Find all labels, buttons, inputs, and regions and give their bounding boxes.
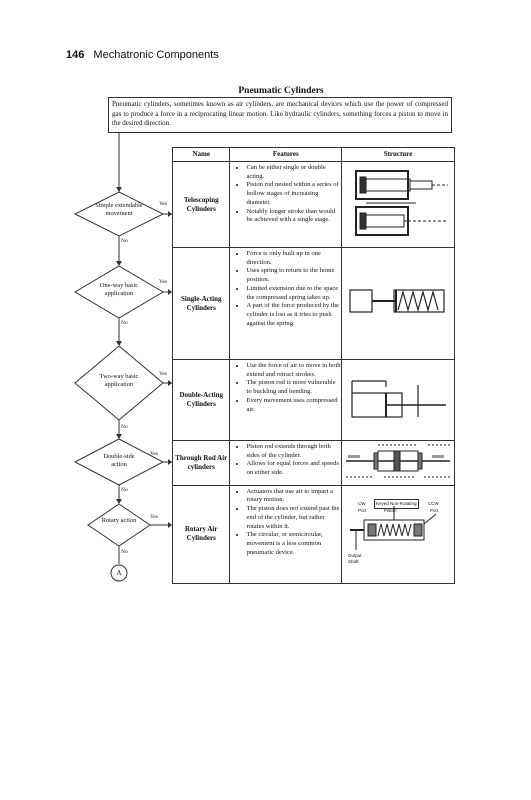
feature-item: The piston rod is more vulnerable to buc… <box>246 379 341 396</box>
feature-item: The circular, or semicircular, movement … <box>246 531 341 557</box>
arrowhead <box>116 499 122 504</box>
structure-cell <box>341 440 455 486</box>
double-acting-cylinder-diagram <box>351 380 447 418</box>
cylinder-name: Through Rod Air cylinders <box>171 440 231 486</box>
column-header: Features <box>229 147 343 162</box>
single-acting-cylinder-diagram <box>349 289 445 313</box>
feature-cell: Actuators that use air to impart a rotar… <box>229 484 343 584</box>
yes-label: Yes <box>150 451 159 457</box>
rotary-label-keyed: Keyed Non-Rotating <box>374 498 419 510</box>
structure-cell <box>341 359 455 441</box>
running-header: 146 Mechatronic Components <box>66 49 219 61</box>
yes-label: Yes <box>159 279 168 285</box>
decision-text: Two-way basic application <box>99 373 139 388</box>
decision-text: Simple extendable movement <box>95 202 143 217</box>
rotary-cylinder-diagram: CW Keyed Non-Rotating CCW Port Piston Po… <box>344 486 452 576</box>
table-row: Double-Acting Cylinders Use the force of… <box>171 359 455 441</box>
cylinder-name: Rotary Air Cylinders <box>171 484 231 584</box>
rotary-label-cw: CW <box>358 500 366 506</box>
yes-label: Yes <box>159 371 168 377</box>
feature-cell: Piston rod extends through both sides of… <box>229 440 343 486</box>
arrowhead <box>116 341 122 346</box>
feature-item: Actuators that use air to impart a rotar… <box>246 488 341 505</box>
no-label: No <box>121 238 128 244</box>
feature-item: Piston rod extends through both sides of… <box>246 443 341 460</box>
decision-text: Double-side action <box>103 453 135 468</box>
structure-cell: CW Keyed Non-Rotating CCW Port Piston Po… <box>341 484 455 584</box>
terminal-connector <box>110 564 128 582</box>
figure-title: Pneumatic Cylinders <box>238 86 324 96</box>
table-row: Telescoping Cylinders Can be either sing… <box>171 161 455 248</box>
rotary-cylinder-drawing <box>350 505 437 550</box>
feature-item: Every movement uses compressed air. <box>246 397 341 414</box>
page-number: 146 <box>66 49 85 61</box>
table-header-row: Name Features Structure <box>171 147 455 162</box>
rotary-label-output: Output <box>348 552 362 558</box>
feature-cell: Can be either single or double acting. P… <box>229 161 343 248</box>
no-label: No <box>121 424 128 430</box>
arrowhead <box>116 187 122 192</box>
rotary-label-ccw: CCW <box>428 500 439 506</box>
feature-item: Allows for equal forces and speeds on ei… <box>246 460 341 477</box>
yes-label: Yes <box>150 514 159 520</box>
telescoping-cylinder-diagram <box>355 169 449 236</box>
rotary-label-port: Port <box>430 507 439 513</box>
feature-item: Force is only built up in one direction. <box>246 250 341 267</box>
structure-cell <box>341 161 455 248</box>
no-label: No <box>121 549 128 555</box>
rotary-label-shaft: Shaft <box>348 558 359 564</box>
feature-item: The piston does not extend past the end … <box>246 505 341 531</box>
intro-paragraph: Pneumatic cylinders, sometimes known as … <box>108 97 452 133</box>
cylinder-name: Single-Acting Cylinders <box>171 247 231 360</box>
column-header: Name <box>171 147 231 162</box>
feature-item: A part of the force produced by the cyli… <box>246 302 341 328</box>
arrowhead <box>116 434 122 439</box>
no-label: No <box>121 320 128 326</box>
arrowhead <box>116 261 122 266</box>
feature-item: Notably longer stroke than would be achi… <box>246 208 341 225</box>
table-row: Through Rod Air cylinders Piston rod ext… <box>171 440 455 486</box>
no-label: No <box>121 487 128 493</box>
feature-cell: Use the force of air to move in both ext… <box>229 359 343 441</box>
running-title: Mechatronic Components <box>93 49 219 61</box>
rotary-label-piston: Piston <box>384 507 397 513</box>
structure-cell <box>341 247 455 360</box>
table-row: Single-Acting Cylinders Force is only bu… <box>171 247 455 360</box>
feature-cell: Force is only built up in one direction.… <box>229 247 343 360</box>
cylinder-name: Double-Acting Cylinders <box>171 359 231 441</box>
through-rod-cylinder-diagram <box>346 444 451 478</box>
feature-item: Piston rod nested within a series of hol… <box>246 181 341 207</box>
feature-item: Uses spring to return to the home positi… <box>246 267 341 284</box>
decision-diamond <box>87 503 151 547</box>
decision-text: Rotary action <box>101 517 137 524</box>
feature-item: Use the force of air to move in both ext… <box>246 362 341 379</box>
rotary-label-port: Port <box>358 507 367 513</box>
cylinder-name: Telescoping Cylinders <box>171 161 231 248</box>
column-header: Structure <box>341 147 455 162</box>
decision-text: One-way basic application <box>99 282 139 297</box>
table-row: Rotary Air Cylinders Actuators that use … <box>171 484 455 584</box>
cylinder-comparison-table: Name Features Structure Telescoping Cyli… <box>171 147 455 584</box>
terminal-label: A <box>116 569 122 577</box>
feature-item: Can be either single or double acting. <box>246 164 341 181</box>
yes-label: Yes <box>159 201 168 207</box>
feature-item: Limited extension due to the space the c… <box>246 285 341 302</box>
